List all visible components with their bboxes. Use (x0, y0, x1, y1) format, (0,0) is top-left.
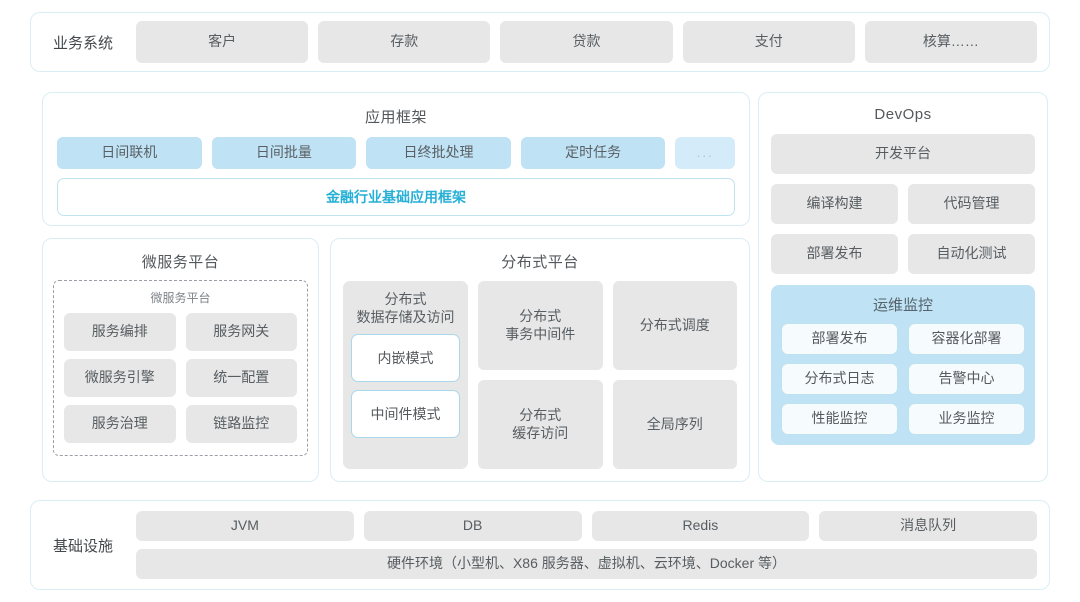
infra-chip-message-queue[interactable]: 消息队列 (819, 511, 1037, 541)
distributed-mode-middleware[interactable]: 中间件模式 (351, 390, 460, 439)
ops-chip-performance-monitoring[interactable]: 性能监控 (781, 403, 898, 435)
application-framework-chip-list: 日间联机 日间批量 日终批处理 定时任务 ... (57, 137, 735, 169)
distributed-cell-transaction-middleware[interactable]: 分布式 事务中间件 (478, 281, 603, 370)
micro-chip-service-orchestration[interactable]: 服务编排 (64, 313, 176, 351)
application-framework-panel: 应用框架 日间联机 日间批量 日终批处理 定时任务 ... 金融行业基础应用框架 (42, 92, 750, 226)
infrastructure-panel: 基础设施 JVM DB Redis 消息队列 硬件环境（小型机、X86 服务器、… (30, 500, 1050, 590)
ops-chip-deploy-release[interactable]: 部署发布 (781, 323, 898, 355)
application-framework-title: 应用框架 (364, 109, 427, 126)
appframe-chip-scheduled-task[interactable]: 定时任务 (520, 137, 666, 169)
business-chip-customer[interactable]: 客户 (136, 21, 309, 63)
distributed-platform-title: 分布式平台 (501, 254, 579, 271)
distributed-cell-grid: 分布式 事务中间件 分布式调度 分布式 缓存访问 全局序列 (478, 281, 737, 469)
appframe-chip-more[interactable]: ... (675, 137, 735, 169)
business-systems-label: 业务系统 (53, 34, 114, 52)
distributed-cell-scheduling[interactable]: 分布式调度 (612, 281, 737, 370)
micro-chip-link-monitoring[interactable]: 链路监控 (185, 405, 297, 443)
devops-chip-deploy-release[interactable]: 部署发布 (771, 234, 898, 274)
infrastructure-chip-list: JVM DB Redis 消息队列 (136, 511, 1037, 541)
infra-chip-redis[interactable]: Redis (591, 511, 810, 541)
business-chip-accounting[interactable]: 核算…… (864, 21, 1038, 63)
devops-panel: DevOps 开发平台 编译构建 代码管理 部署发布 自动化测试 运维监控 部署… (758, 92, 1048, 482)
microservice-platform-title: 微服务平台 (141, 254, 220, 271)
microservice-dashed-container: 微服务平台 服务编排 服务网关 微服务引擎 统一配置 服务治理 链路监控 (53, 280, 308, 456)
business-systems-chip-list: 客户 存款 贷款 支付 核算…… (136, 13, 1038, 71)
distributed-cell-global-sequence[interactable]: 全局序列 (612, 380, 737, 469)
appframe-chip-daytime-online[interactable]: 日间联机 (57, 137, 202, 169)
distributed-left-column: 分布式 数据存储及访问 内嵌模式 中间件模式 (343, 281, 468, 469)
ops-monitoring-title: 运维监控 (872, 297, 933, 314)
appframe-chip-daytime-batch[interactable]: 日间批量 (211, 137, 357, 169)
micro-chip-microservice-engine[interactable]: 微服务引擎 (64, 359, 176, 397)
infrastructure-content: JVM DB Redis 消息队列 硬件环境（小型机、X86 服务器、虚拟机、云… (136, 511, 1037, 579)
distributed-platform-panel: 分布式平台 分布式 数据存储及访问 内嵌模式 中间件模式 分布式 事务中间件 分… (330, 238, 750, 482)
distributed-cell-cache-access[interactable]: 分布式 缓存访问 (478, 380, 603, 469)
business-chip-deposit[interactable]: 存款 (318, 21, 491, 63)
devops-title: DevOps (874, 106, 932, 123)
infra-chip-jvm[interactable]: JVM (136, 511, 354, 541)
micro-chip-unified-config[interactable]: 统一配置 (185, 359, 297, 397)
business-chip-loan[interactable]: 贷款 (500, 21, 673, 63)
business-systems-panel: 业务系统 客户 存款 贷款 支付 核算…… (30, 12, 1050, 72)
micro-chip-service-governance[interactable]: 服务治理 (64, 405, 176, 443)
business-chip-payment[interactable]: 支付 (682, 21, 855, 63)
distributed-data-storage-title: 分布式 数据存储及访问 (356, 291, 455, 326)
ops-monitoring-block: 运维监控 部署发布 容器化部署 分布式日志 告警中心 性能监控 业务监控 (771, 285, 1035, 445)
ops-chip-alert-center[interactable]: 告警中心 (908, 363, 1025, 395)
infra-chip-db[interactable]: DB (363, 511, 582, 541)
micro-chip-service-gateway[interactable]: 服务网关 (185, 313, 297, 351)
devops-chip-automated-testing[interactable]: 自动化测试 (908, 234, 1035, 274)
microservice-platform-panel: 微服务平台 微服务平台 服务编排 服务网关 微服务引擎 统一配置 服务治理 链路… (42, 238, 319, 482)
infrastructure-label: 基础设施 (53, 537, 114, 555)
ops-chip-distributed-log[interactable]: 分布式日志 (781, 363, 898, 395)
devops-chip-code-management[interactable]: 代码管理 (908, 184, 1035, 224)
infra-chip-hardware-environment[interactable]: 硬件环境（小型机、X86 服务器、虚拟机、云环境、Docker 等） (136, 549, 1037, 579)
distributed-data-storage-card[interactable]: 分布式 数据存储及访问 内嵌模式 中间件模式 (343, 281, 468, 469)
financial-base-framework-bar[interactable]: 金融行业基础应用框架 (57, 178, 735, 216)
ops-monitoring-grid: 部署发布 容器化部署 分布式日志 告警中心 性能监控 业务监控 (781, 323, 1025, 435)
ops-chip-container-deploy[interactable]: 容器化部署 (908, 323, 1025, 355)
appframe-chip-eod-batch[interactable]: 日终批处理 (366, 137, 511, 169)
devops-chip-grid: 编译构建 代码管理 部署发布 自动化测试 (771, 184, 1035, 274)
devops-chip-dev-platform[interactable]: 开发平台 (771, 134, 1035, 174)
distributed-body: 分布式 数据存储及访问 内嵌模式 中间件模式 分布式 事务中间件 分布式调度 分… (343, 281, 737, 469)
microservice-chip-grid: 服务编排 服务网关 微服务引擎 统一配置 服务治理 链路监控 (64, 313, 297, 443)
ops-chip-business-monitoring[interactable]: 业务监控 (908, 403, 1025, 435)
microservice-platform-subtitle: 微服务平台 (150, 291, 211, 305)
devops-chip-compile-build[interactable]: 编译构建 (771, 184, 898, 224)
distributed-mode-embedded[interactable]: 内嵌模式 (351, 334, 460, 383)
